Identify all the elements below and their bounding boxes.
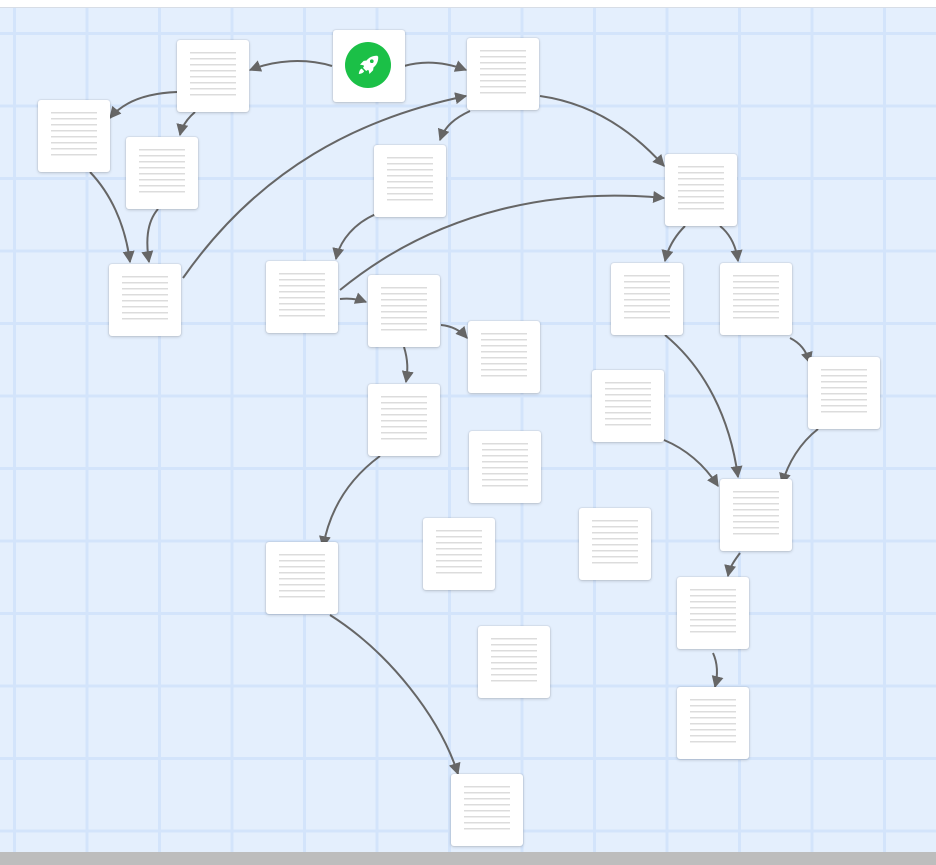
edge-n6-to-n8[interactable] <box>332 213 377 261</box>
edge-start-to-n1[interactable] <box>248 60 333 72</box>
flow-node-n18[interactable] <box>266 542 338 614</box>
placeholder-lines-icon <box>279 273 325 321</box>
flow-node-n6[interactable] <box>374 145 446 217</box>
placeholder-lines-icon <box>678 166 724 214</box>
flow-node-n2[interactable] <box>467 38 539 110</box>
flow-node-n10[interactable] <box>468 321 540 393</box>
placeholder-lines-icon <box>279 554 325 602</box>
placeholder-lines-icon <box>690 589 736 637</box>
edge-n9-to-n10[interactable] <box>440 324 468 339</box>
edge-n13-to-n17[interactable] <box>779 428 819 486</box>
flow-node-n22[interactable] <box>677 577 749 649</box>
placeholder-lines-icon <box>733 491 779 539</box>
placeholder-lines-icon <box>605 382 651 430</box>
edge-n8-to-n9[interactable] <box>339 292 368 304</box>
edge-start-to-n2[interactable] <box>403 60 468 72</box>
edge-n11-to-n17[interactable] <box>664 334 743 479</box>
rocket-icon <box>345 42 391 88</box>
placeholder-lines-icon <box>387 157 433 205</box>
placeholder-lines-icon <box>464 786 510 834</box>
placeholder-lines-icon <box>51 112 97 160</box>
flow-node-n15[interactable] <box>592 370 664 442</box>
placeholder-lines-icon <box>436 530 482 578</box>
edge-n18-to-n23[interactable] <box>329 614 461 776</box>
placeholder-lines-icon <box>821 369 867 417</box>
placeholder-lines-icon <box>624 275 670 323</box>
edge-n2-to-n6[interactable] <box>437 110 471 142</box>
edge-n8-to-n7[interactable] <box>339 190 666 291</box>
flow-node-n21[interactable] <box>478 626 550 698</box>
flow-node-n24[interactable] <box>677 687 749 759</box>
placeholder-lines-icon <box>381 396 427 444</box>
flow-node-n13[interactable] <box>808 357 880 429</box>
flow-node-n11[interactable] <box>611 263 683 335</box>
placeholder-lines-icon <box>480 50 526 98</box>
edge-n17-to-n22[interactable] <box>724 552 741 578</box>
placeholder-lines-icon <box>139 149 185 197</box>
placeholder-lines-icon <box>592 520 638 568</box>
flow-node-n5[interactable] <box>109 264 181 336</box>
placeholder-lines-icon <box>190 52 236 100</box>
placeholder-lines-icon <box>491 638 537 686</box>
edge-n1-to-n3[interactable] <box>109 91 178 119</box>
flow-node-n1[interactable] <box>177 40 249 112</box>
flow-node-n8[interactable] <box>266 261 338 333</box>
edge-layer <box>89 60 819 776</box>
edge-n3-to-n5[interactable] <box>89 171 135 264</box>
placeholder-lines-icon <box>482 443 528 491</box>
diagram-canvas[interactable] <box>0 7 936 853</box>
flow-node-n9[interactable] <box>368 275 440 347</box>
placeholder-lines-icon <box>122 276 168 324</box>
placeholder-lines-icon <box>481 333 527 381</box>
edge-n9-to-n14[interactable] <box>401 346 414 384</box>
flow-node-n3[interactable] <box>38 100 110 172</box>
edge-n12-to-n13[interactable] <box>789 337 813 365</box>
flow-node-n23[interactable] <box>451 774 523 846</box>
edge-n22-to-n24[interactable] <box>711 652 724 689</box>
placeholder-lines-icon <box>733 275 779 323</box>
flow-node-n14[interactable] <box>368 384 440 456</box>
flow-node-n4[interactable] <box>126 137 198 209</box>
flow-node-n16[interactable] <box>469 431 541 503</box>
horizontal-scrollbar[interactable] <box>0 852 936 865</box>
edge-n4-to-n5[interactable] <box>141 208 159 264</box>
edge-n7-to-n12[interactable] <box>719 225 743 263</box>
flow-node-n17[interactable] <box>720 479 792 551</box>
start-node[interactable] <box>333 30 405 102</box>
placeholder-lines-icon <box>381 287 427 335</box>
edge-n2-to-n7[interactable] <box>539 95 665 167</box>
edge-n5-to-n2[interactable] <box>182 92 468 279</box>
placeholder-lines-icon <box>690 699 736 747</box>
flow-node-n12[interactable] <box>720 263 792 335</box>
edge-n14-to-n18[interactable] <box>319 455 381 549</box>
edge-n7-to-n11[interactable] <box>661 225 686 263</box>
flow-node-n20[interactable] <box>579 508 651 580</box>
edge-n15-to-n17[interactable] <box>663 439 719 488</box>
flow-node-n7[interactable] <box>665 154 737 226</box>
flow-node-n19[interactable] <box>423 518 495 590</box>
edge-n1-to-n4[interactable] <box>176 111 196 137</box>
